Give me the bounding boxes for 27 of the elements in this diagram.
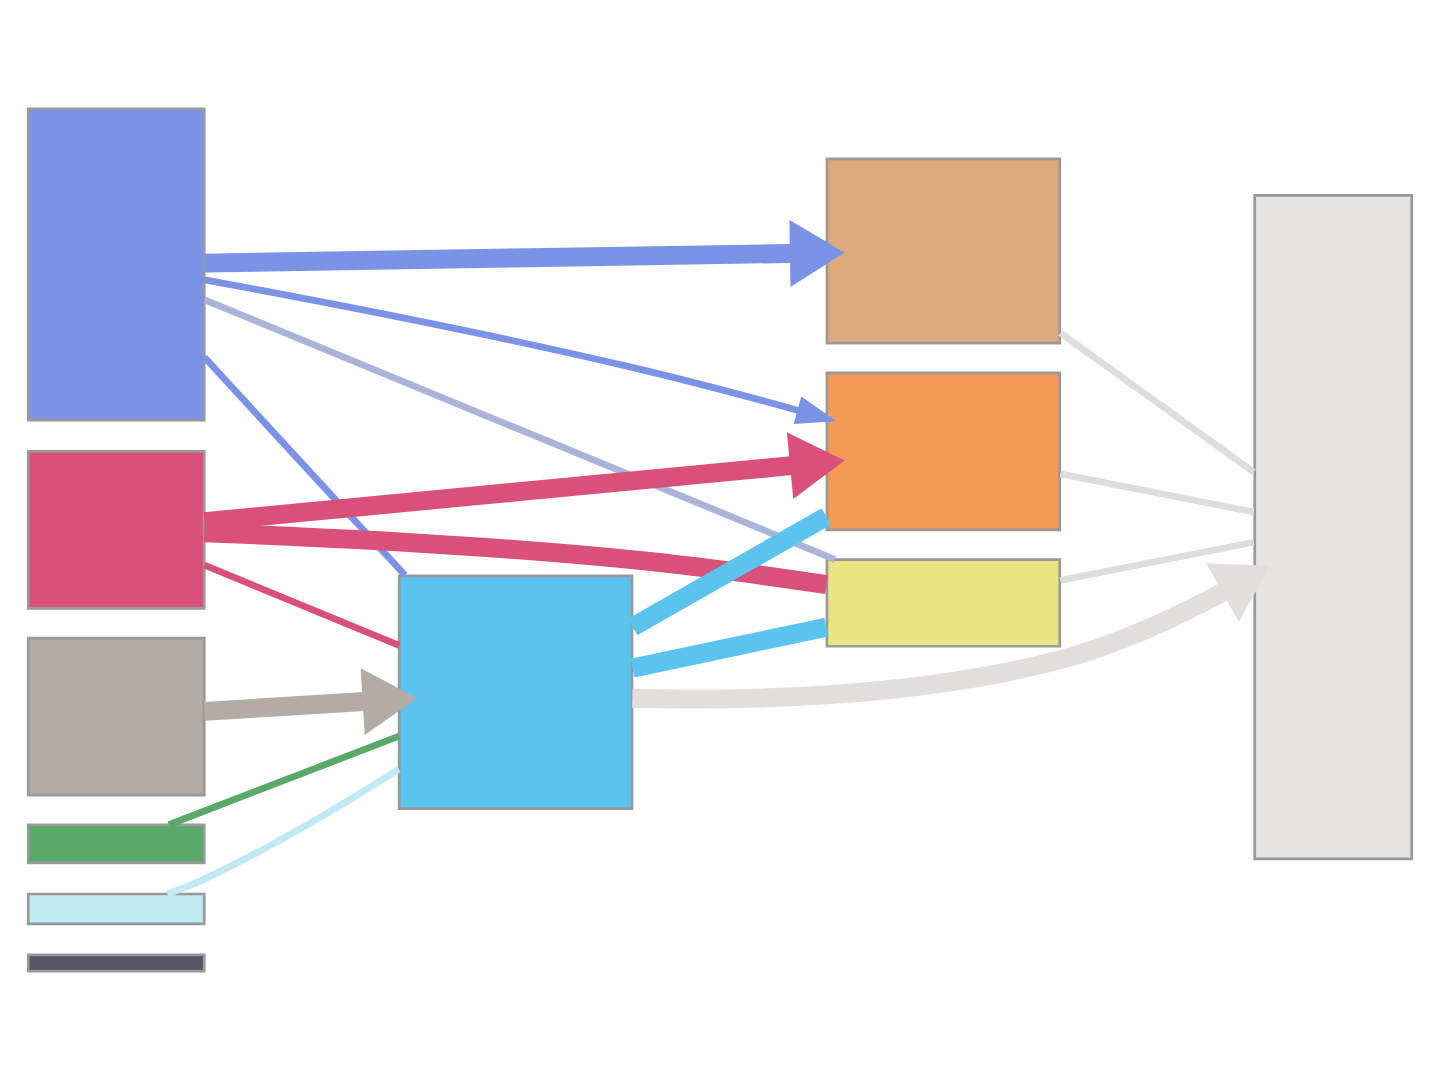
node-box bbox=[397, 574, 634, 811]
connector bbox=[201, 355, 408, 578]
connector bbox=[1058, 330, 1256, 475]
node-box bbox=[1253, 194, 1414, 861]
connector bbox=[627, 508, 831, 636]
node-box bbox=[26, 636, 206, 797]
arrow bbox=[204, 220, 845, 287]
node-box bbox=[825, 371, 1062, 532]
connector bbox=[203, 561, 401, 649]
connector bbox=[1059, 470, 1255, 516]
connector bbox=[203, 296, 836, 563]
node-box bbox=[26, 892, 206, 926]
arrow bbox=[632, 563, 1271, 709]
connector bbox=[167, 732, 401, 828]
connector bbox=[630, 617, 829, 678]
node-box bbox=[26, 823, 206, 865]
connector bbox=[166, 766, 401, 898]
connector bbox=[204, 523, 828, 595]
node-box bbox=[825, 558, 1062, 648]
arrow bbox=[203, 668, 418, 736]
arrow bbox=[204, 276, 837, 424]
node-box bbox=[26, 107, 206, 422]
node-box bbox=[825, 157, 1062, 345]
arrow bbox=[203, 432, 845, 532]
connector bbox=[1059, 538, 1255, 584]
node-box bbox=[26, 449, 206, 610]
node-box bbox=[26, 953, 206, 973]
